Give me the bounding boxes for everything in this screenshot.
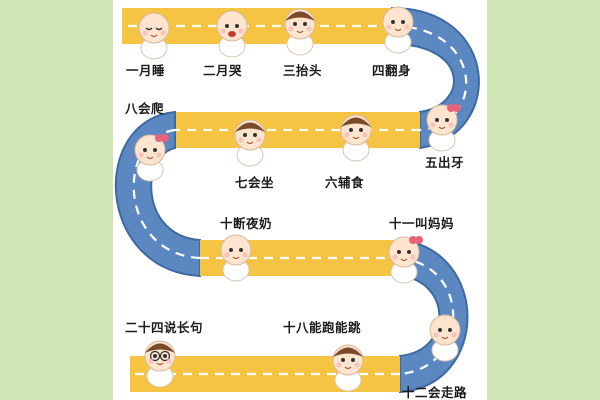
label-month-2: 二月哭 <box>203 63 243 78</box>
running-baby-icon <box>332 344 364 392</box>
label-month-6: 六辅食 <box>325 175 365 190</box>
label-month-7: 七会坐 <box>235 175 275 190</box>
walking-baby-icon <box>429 314 461 362</box>
weaning-baby-icon <box>220 234 252 282</box>
label-month-1: 一月睡 <box>126 63 166 78</box>
crawling-baby-icon <box>134 134 169 182</box>
label-month-3: 三抬头 <box>283 63 323 78</box>
label-month-8: 八会爬 <box>125 101 165 116</box>
label-month-24: 二十四说长句 <box>125 320 204 335</box>
road-curve-1 <box>391 6 480 150</box>
sleeping-baby-icon <box>138 12 170 60</box>
crying-baby-icon <box>216 10 248 58</box>
label-month-12: 十二会走路 <box>402 385 468 400</box>
label-month-10: 十断夜奶 <box>220 216 273 231</box>
center-panel <box>113 0 487 400</box>
eating-baby-icon <box>340 114 372 162</box>
watermark: 宝宝知道 <box>285 195 322 205</box>
head-lifting-baby-icon <box>284 8 316 56</box>
sitting-baby-icon <box>234 119 266 167</box>
label-month-4: 四翻身 <box>372 63 412 78</box>
label-month-18: 十八能跑能跳 <box>283 320 362 335</box>
rolling-baby-icon <box>382 6 414 54</box>
calling-mom-baby-icon <box>388 236 423 284</box>
teething-baby-icon <box>426 104 461 152</box>
label-month-11: 十一叫妈妈 <box>389 216 455 231</box>
label-month-5: 五出牙 <box>425 155 465 170</box>
baby-icons <box>134 6 461 392</box>
talking-baby-icon <box>144 340 176 388</box>
